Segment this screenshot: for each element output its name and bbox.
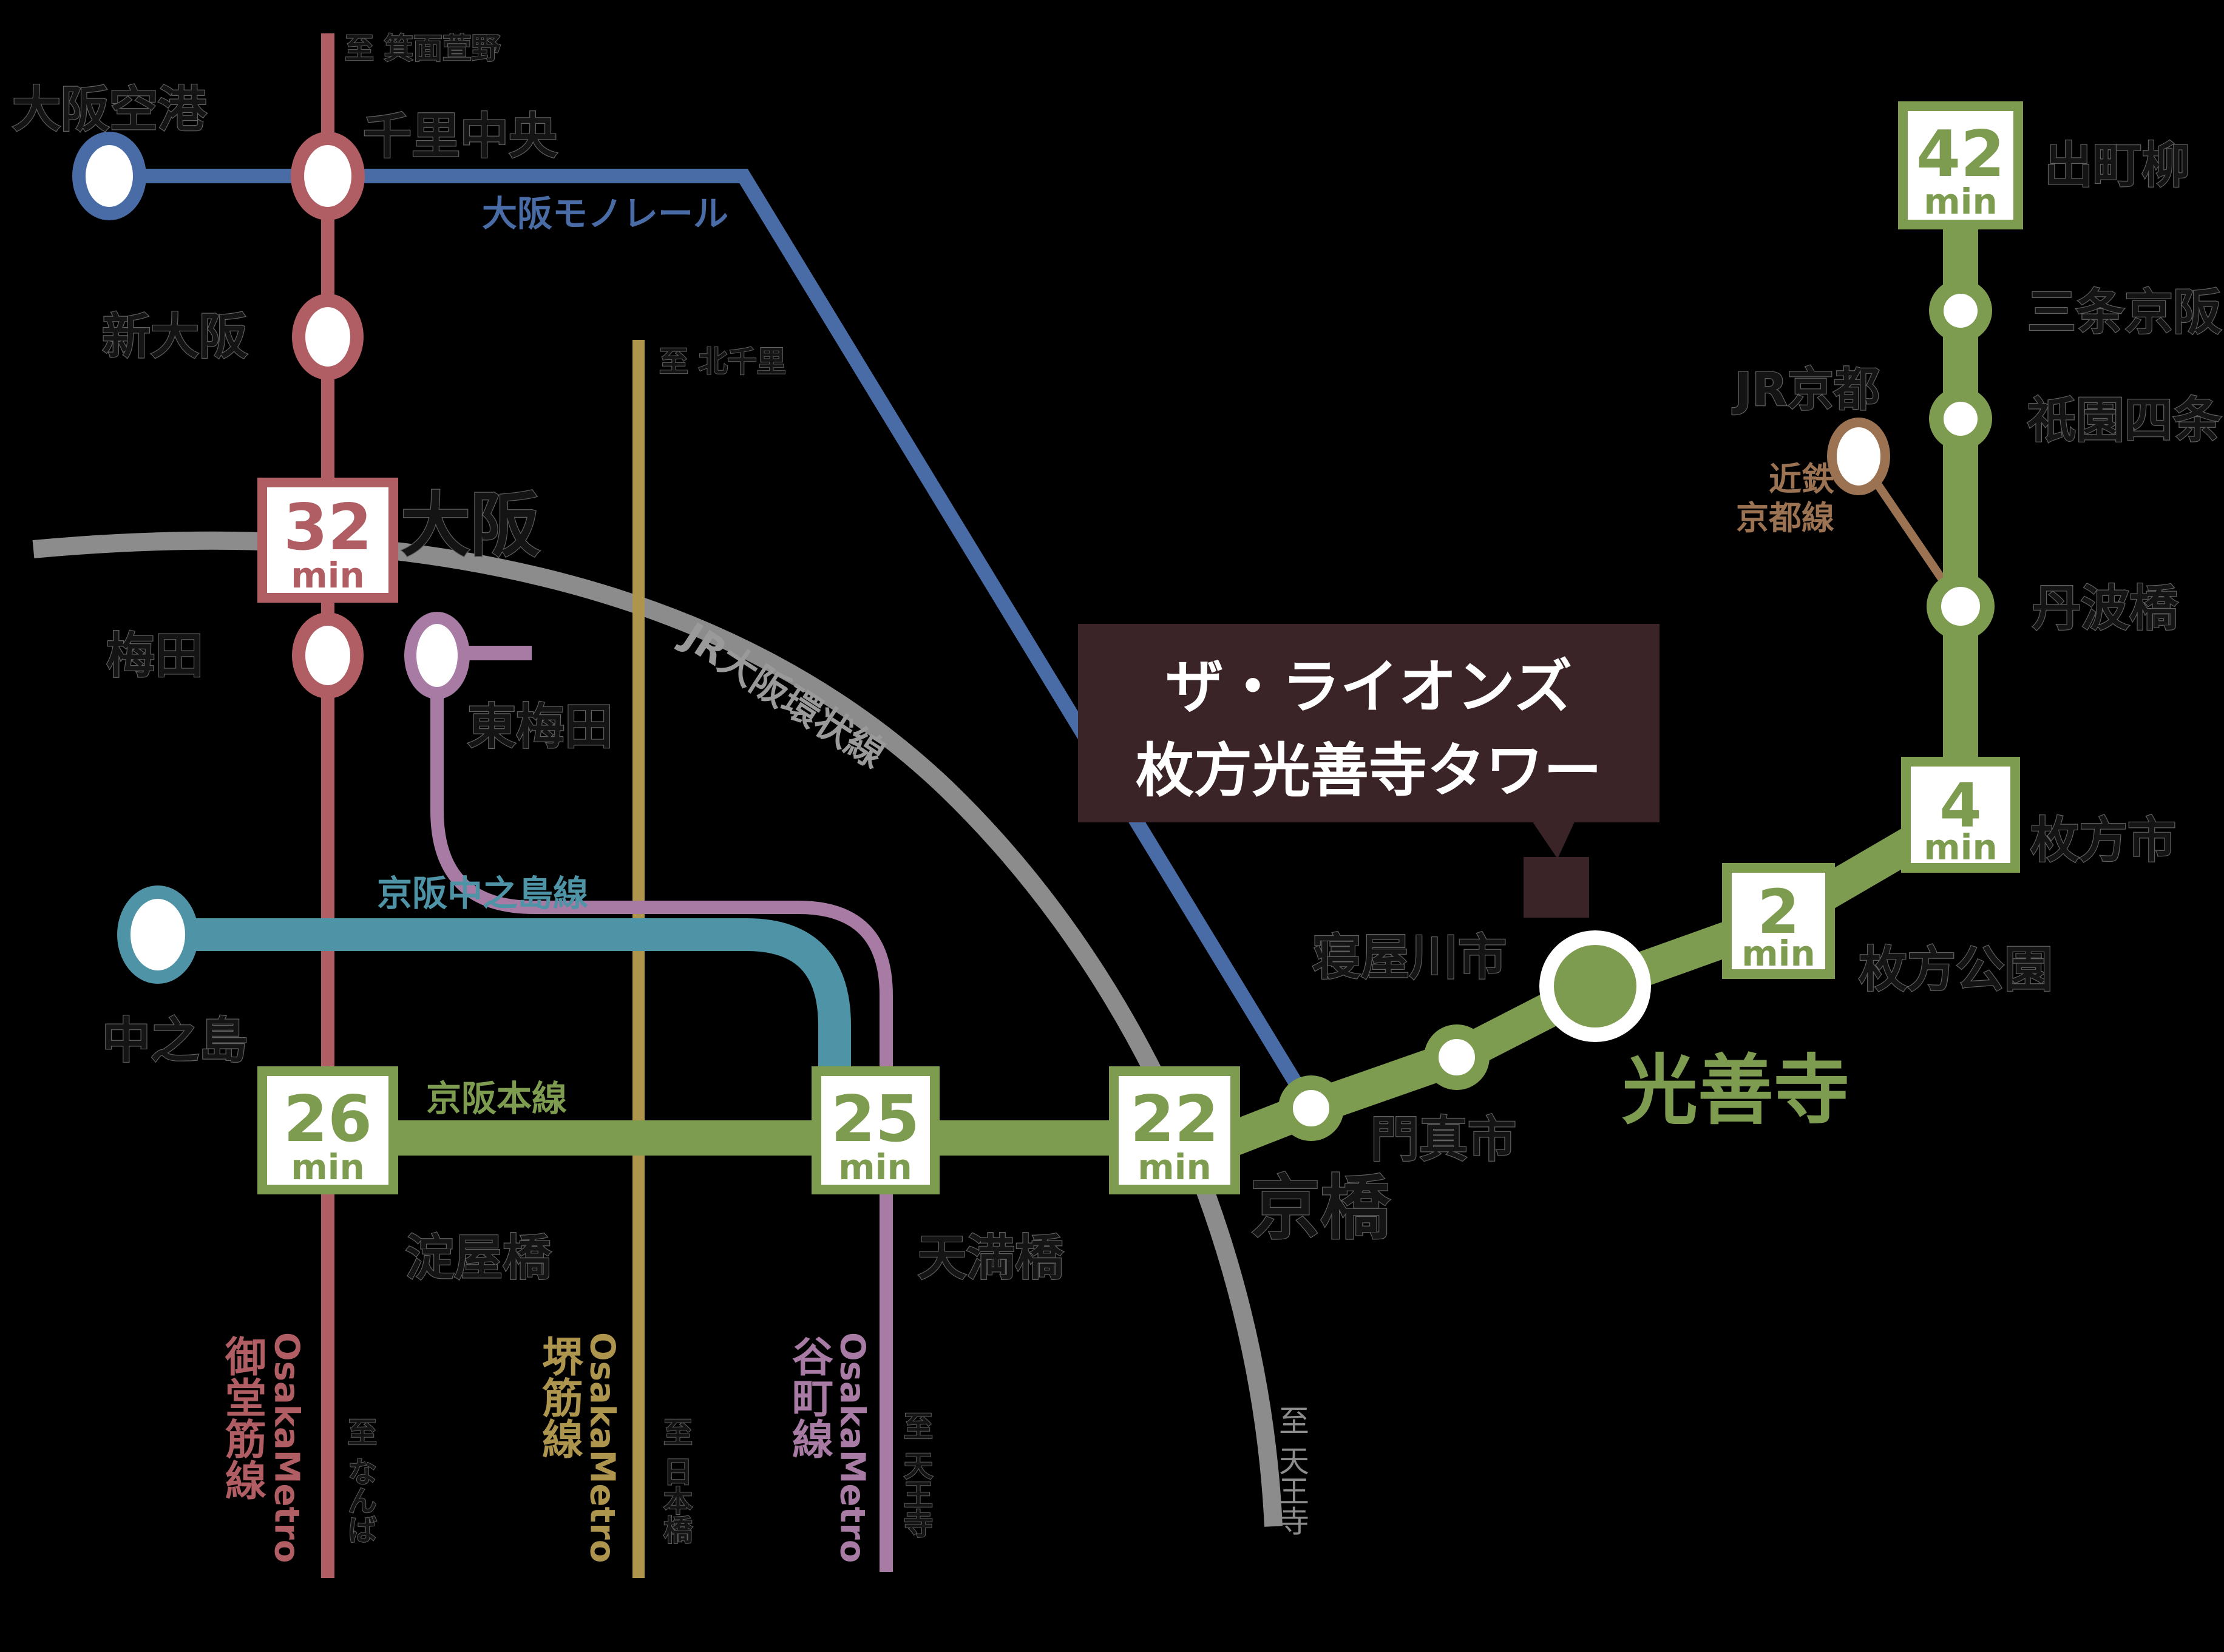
station-label-shin-osaka: 新大阪 [102, 308, 248, 365]
callout-pointer [1531, 819, 1576, 859]
dest-label-namba: 至 なんば [342, 1417, 376, 1544]
property-callout: ザ・ライオンズ 枚方光善寺タワー [1078, 624, 1660, 918]
line-label-kintetsu-2: 京都線 [1736, 499, 1834, 537]
dest-label-tennoji-jr: 至 天王寺 [1274, 1405, 1309, 1536]
badge-umeda-32min: 32 min [257, 478, 398, 603]
station-label-jr-kyoto: JR京都 [1732, 362, 1880, 416]
station-circle-gion-shijo [1929, 387, 1992, 450]
line-label-tanimachi-name: 谷町線 [785, 1335, 833, 1459]
badge-hirakatashi-value: 4 [1939, 770, 1982, 841]
station-label-yodoyabashi: 淀屋橋 [405, 1230, 552, 1286]
tanimachi-stub [464, 646, 532, 660]
station-label-kozenji: 光善寺 [1622, 1047, 1849, 1135]
dest-label-minoo-kayano: 至 箕面萱野 [345, 32, 501, 66]
badge-kyobashi-22min: 22 min [1109, 1066, 1240, 1194]
station-circle-neyagawa-shi [1424, 1024, 1490, 1090]
station-label-kadoma-shi: 門真市 [1371, 1111, 1516, 1168]
station-label-senri-chuo: 千里中央 [363, 108, 558, 164]
station-label-umeda: 梅田 [106, 628, 203, 684]
property-name-line2: 枚方光善寺タワー [1136, 737, 1602, 805]
station-circle-kadoma-shi [1278, 1075, 1344, 1141]
station-label-hirakata-koen: 枚方公園 [1859, 941, 2053, 998]
badge-hirakatashi-unit: min [1924, 827, 1998, 868]
station-circle-umeda [292, 612, 364, 699]
badge-hirakatakoen-2min: 2 min [1722, 863, 1835, 979]
station-label-osaka-airport: 大阪空港 [12, 81, 207, 138]
station-label-osaka: 大阪 [401, 485, 540, 566]
line-label-sakaisuji-name: 堺筋線 [535, 1335, 583, 1459]
station-label-neyagawa-shi: 寝屋川市 [1312, 929, 1507, 986]
dest-label-tennoji-tanimachi: 至 天王寺 [898, 1411, 933, 1538]
station-circle-kintetsu [1827, 418, 1890, 495]
station-circle-kozenji [1554, 945, 1636, 1027]
line-label-keihan-nakanoshima: 京阪中之島線 [377, 873, 588, 914]
line-label-sakaisuji-brand: OsakaMetro [583, 1332, 622, 1563]
badge-hirakatakoen-value: 2 [1757, 876, 1800, 947]
badge-kyobashi-value: 22 [1130, 1082, 1219, 1156]
badge-temmabashi-unit: min [838, 1146, 912, 1188]
station-circle-nakanoshima [117, 885, 198, 984]
badge-yodoyabashi-value: 26 [283, 1082, 372, 1156]
badge-hirakatakoen-unit: min [1741, 933, 1815, 974]
badge-hirakatashi-4min: 4 min [1901, 757, 2020, 873]
station-label-hirakata-shi: 枚方市 [2030, 812, 2176, 868]
property-name-line1: ザ・ライオンズ [1165, 653, 1572, 721]
station-label-sanjo-keihan: 三条京阪 [2027, 284, 2222, 340]
station-label-kyobashi: 京橋 [1250, 1168, 1391, 1249]
station-label-tambabashi: 丹波橋 [2032, 580, 2178, 637]
line-label-midosuji-brand: OsakaMetro [267, 1332, 307, 1563]
station-label-gion-shijo: 祇園四条 [2027, 392, 2222, 449]
line-label-jr-loop: JR大阪環状線 [673, 612, 892, 777]
badge-demachiyanagi-42min: 42 min [1898, 101, 2023, 229]
dest-label-nippombashi: 至 日本橋 [658, 1417, 693, 1544]
line-label-tanimachi-brand: OsakaMetro [833, 1332, 872, 1563]
callout-box [1078, 624, 1660, 822]
station-label-higashi-umeda: 東梅田 [467, 699, 613, 755]
station-label-nakanoshima: 中之島 [102, 1012, 248, 1069]
badge-yodoyabashi-26min: 26 min [257, 1066, 398, 1194]
property-marker [1524, 857, 1589, 918]
station-circle-tambabashi [1927, 572, 1995, 640]
badge-demachiyanagi-value: 42 [1916, 117, 2005, 191]
station-label-temmabashi: 天満橋 [918, 1230, 1064, 1286]
badge-umeda-unit: min [291, 555, 365, 596]
badge-yodoyabashi-unit: min [291, 1146, 365, 1188]
line-label-osaka-monorail: 大阪モノレール [482, 193, 728, 234]
badge-demachiyanagi-unit: min [1924, 181, 1998, 222]
badge-temmabashi-value: 25 [831, 1082, 920, 1156]
station-circle-sanjo-keihan [1929, 279, 1992, 342]
line-label-midosuji-name: 御堂筋線 [218, 1335, 267, 1500]
station-circle-senri-chuo [291, 132, 365, 220]
badge-kyobashi-unit: min [1137, 1146, 1212, 1188]
line-label-kintetsu-1: 近鉄 [1769, 460, 1834, 498]
station-circle-osaka-airport [72, 132, 146, 220]
dest-label-kita-senri: 至 北千里 [659, 345, 786, 379]
station-label-demachiyanagi: 出町柳 [2044, 137, 2190, 194]
line-label-keihan-main: 京阪本線 [426, 1078, 567, 1119]
tanimachi-line [430, 696, 893, 1572]
station-circle-shin-osaka [292, 294, 364, 380]
badge-umeda-value: 32 [283, 490, 372, 564]
station-circle-higashi-umeda [404, 612, 470, 699]
keihan-nakanoshima-line [158, 918, 851, 1077]
badge-temmabashi-25min: 25 min [812, 1066, 940, 1194]
